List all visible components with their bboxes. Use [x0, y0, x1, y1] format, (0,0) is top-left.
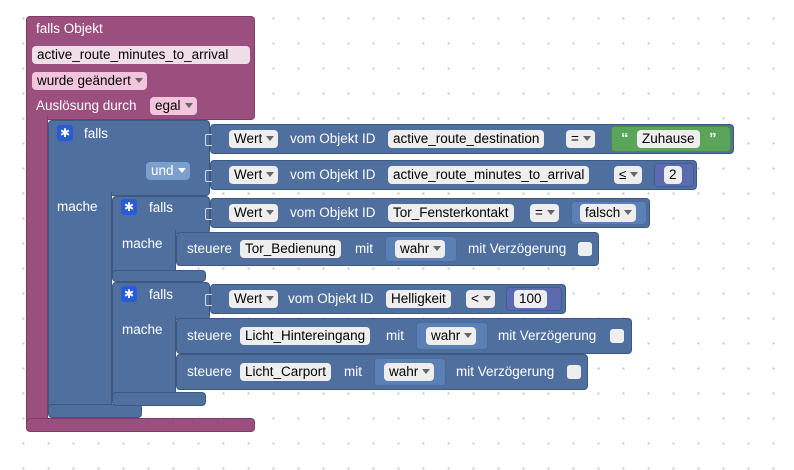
- inner-if-1-mache-label: mache: [122, 236, 163, 251]
- chevron-down-icon: [266, 136, 275, 141]
- inner-if-1-footer: [112, 270, 206, 282]
- inner-if-2-falls-label: falls: [149, 287, 174, 302]
- trigger-header: falls Objekt: [36, 21, 103, 36]
- cond2-prop-value: Wert: [234, 167, 263, 182]
- outer-if-left-bar: [48, 192, 112, 412]
- inner1-action-label: steuere: [187, 241, 233, 256]
- inner2-object-id-field[interactable]: Helligkeit: [386, 290, 451, 308]
- chevron-down-icon: [266, 210, 275, 215]
- inner2-action1-value-dropdown[interactable]: wahr: [426, 327, 477, 345]
- chevron-down-icon: [624, 210, 633, 215]
- inner1-action-delay-label: mit Verzögerung: [468, 241, 567, 256]
- inner1-delay-checkbox[interactable]: [578, 242, 592, 256]
- inner2-action2-value-dropdown[interactable]: wahr: [384, 363, 435, 381]
- cond1-operator-dropdown[interactable]: =: [566, 130, 595, 148]
- cond1-prop-dropdown[interactable]: Wert: [229, 130, 279, 148]
- trigger-block[interactable]: [26, 16, 255, 120]
- inner-if-1-gear-icon[interactable]: ✱: [121, 199, 137, 215]
- cond1-operator-value: =: [571, 131, 579, 146]
- inner2-action1-delay-checkbox[interactable]: [610, 329, 624, 343]
- chevron-down-icon: [482, 296, 491, 301]
- chevron-down-icon: [266, 172, 275, 177]
- trigger-by-dropdown[interactable]: egal: [150, 97, 197, 115]
- inner1-action-object-field[interactable]: Tor_Bedienung: [240, 240, 341, 258]
- inner1-action-value: wahr: [400, 241, 430, 256]
- inner2-action2-delay-checkbox[interactable]: [567, 365, 581, 379]
- trigger-by-label: Auslösung durch: [36, 98, 137, 113]
- trigger-block-left-bar: [26, 116, 48, 422]
- chevron-down-icon: [177, 168, 186, 173]
- cond2-prop-dropdown[interactable]: Wert: [229, 166, 279, 184]
- inner2-cond-notch: [205, 294, 212, 306]
- chevron-down-icon: [630, 172, 639, 177]
- inner1-operator-value: =: [535, 205, 543, 220]
- outer-if-head[interactable]: [48, 120, 210, 196]
- inner1-operator-dropdown[interactable]: =: [530, 204, 559, 222]
- inner1-of-label: vom Objekt ID: [290, 205, 376, 220]
- outer-if-falls-label: falls: [84, 126, 109, 141]
- outer-if-und-dropdown[interactable]: und: [146, 162, 190, 180]
- inner-if-2-mache-label: mache: [122, 322, 163, 337]
- chevron-down-icon: [184, 103, 193, 108]
- chevron-down-icon: [464, 333, 473, 338]
- cond1-of-label: vom Objekt ID: [290, 131, 376, 146]
- trigger-changed-dropdown[interactable]: wurde geändert: [32, 72, 147, 90]
- trigger-block-footer: [26, 418, 255, 432]
- cond2-notch: [205, 170, 212, 182]
- and-value: und: [151, 163, 174, 178]
- chevron-down-icon: [422, 369, 431, 374]
- outer-if-mache-label: mache: [57, 199, 98, 214]
- inner2-action1-delay-label: mit Verzögerung: [498, 328, 597, 343]
- inner1-prop-value: Wert: [234, 205, 263, 220]
- inner-if-2-footer: [112, 392, 206, 406]
- inner2-action2-object-field[interactable]: Licht_Carport: [240, 363, 332, 381]
- close-quote-icon: ”: [709, 130, 717, 147]
- inner2-action2-delay-label: mit Verzögerung: [456, 364, 555, 379]
- cond2-of-label: vom Objekt ID: [290, 167, 376, 182]
- trigger-changed-value: wurde geändert: [37, 73, 131, 88]
- inner2-prop-dropdown[interactable]: Wert: [229, 290, 279, 308]
- inner-if-2-left-bar: [112, 316, 176, 396]
- inner2-operator-value: <: [471, 291, 479, 306]
- inner-if-2-gear-icon[interactable]: ✱: [121, 286, 137, 302]
- inner1-cond-notch: [205, 208, 212, 220]
- outer-if-gear-icon[interactable]: ✱: [57, 125, 73, 141]
- cond2-operator-value: ≤: [619, 167, 627, 182]
- cond2-operator-dropdown[interactable]: ≤: [614, 166, 643, 184]
- inner2-action2-with-label: mit: [344, 364, 362, 379]
- inner-if-1-falls-label: falls: [149, 200, 174, 215]
- inner2-prop-value: Wert: [234, 291, 263, 306]
- inner2-action1-with-label: mit: [386, 328, 404, 343]
- cond1-prop-value: Wert: [234, 131, 263, 146]
- chevron-down-icon: [582, 136, 591, 141]
- inner2-of-label: vom Objekt ID: [288, 291, 374, 306]
- inner1-bool-dropdown[interactable]: falsch: [580, 204, 637, 222]
- cond2-object-id-field[interactable]: active_route_minutes_to_arrival: [388, 166, 590, 184]
- cond2-number-field[interactable]: 2: [664, 166, 682, 184]
- inner1-action-with-label: mit: [355, 241, 373, 256]
- inner1-object-id-field[interactable]: Tor_Fensterkontakt: [388, 204, 514, 222]
- inner2-action1-value: wahr: [431, 328, 461, 343]
- chevron-down-icon: [433, 246, 442, 251]
- open-quote-icon: “: [621, 130, 629, 147]
- inner1-action-value-dropdown[interactable]: wahr: [395, 240, 446, 258]
- inner2-action1-object-field[interactable]: Licht_Hintereingang: [240, 327, 371, 345]
- inner2-action1-label: steuere: [187, 328, 233, 343]
- inner1-bool-value: falsch: [585, 205, 621, 220]
- inner1-prop-dropdown[interactable]: Wert: [229, 204, 279, 222]
- trigger-object-id-field[interactable]: active_route_minutes_to_arrival: [32, 46, 250, 64]
- cond1-text-field[interactable]: Zuhause: [637, 130, 700, 148]
- chevron-down-icon: [266, 296, 275, 301]
- inner2-action2-value: wahr: [389, 364, 419, 379]
- inner2-action2-label: steuere: [187, 364, 233, 379]
- inner2-operator-dropdown[interactable]: <: [466, 290, 495, 308]
- chevron-down-icon: [546, 210, 555, 215]
- outer-if-footer: [48, 404, 142, 418]
- trigger-by-value: egal: [155, 98, 181, 113]
- cond1-notch: [205, 134, 212, 146]
- cond1-object-id-field[interactable]: active_route_destination: [388, 130, 545, 148]
- chevron-down-icon: [134, 78, 143, 83]
- inner2-number-field[interactable]: 100: [514, 290, 547, 308]
